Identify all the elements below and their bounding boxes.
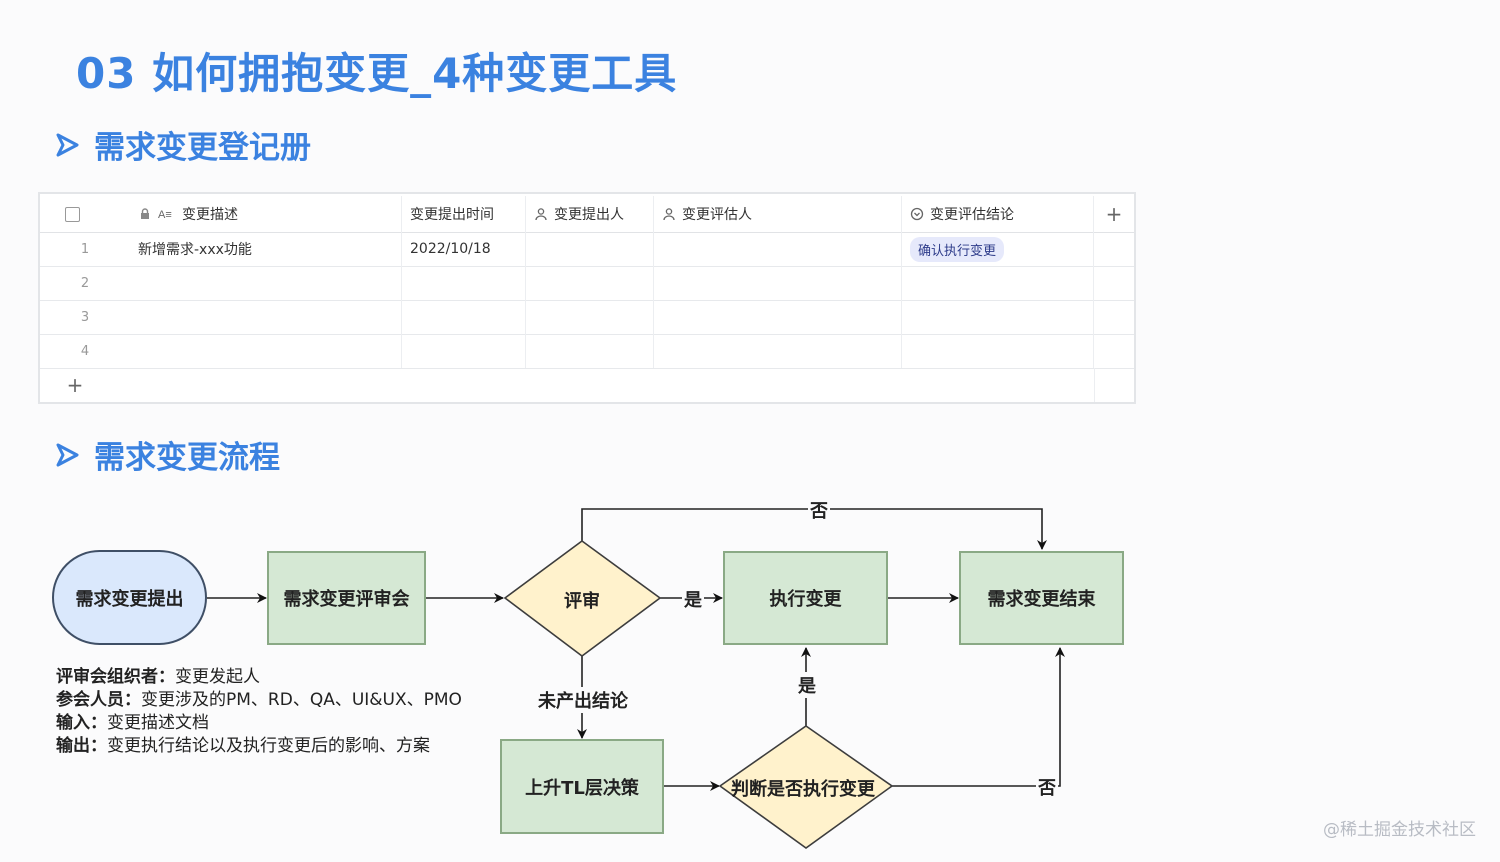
header-label: 变更评估结论 [930,207,1014,223]
cell-time[interactable] [402,266,526,300]
chevron-right-icon [56,133,79,156]
section-process: 需求变更流程 [54,432,280,477]
row-number: 2 [40,266,130,300]
header-label: 变更评估人 [682,207,752,223]
cell-proposer[interactable] [526,266,654,300]
note-key: 输出： [56,736,107,756]
plus-icon: + [66,373,84,397]
change-register-table: A≡ 变更描述 变更提出时间 变更提出人 变更评估人 变更评估结论 + 1 新增… [38,192,1136,404]
cell-conclusion[interactable] [902,300,1094,334]
flow-review-decision-label: 评审 [564,591,600,612]
edge-label-no-conclusion: 未产出结论 [536,687,630,713]
cell-text: 新增需求-xxx功能 [138,242,252,258]
plus-icon: + [1105,202,1123,226]
table-row[interactable]: 1 新增需求-xxx功能 2022/10/18 确认执行变更 [40,232,1134,267]
note-line: 输出：变更执行结论以及执行变更后的影响、方案 [56,735,462,758]
row-number-text: 3 [80,309,90,325]
note-key: 参会人员： [56,690,141,710]
cell-desc[interactable]: 新增需求-xxx功能 [130,232,402,266]
flow-start-node: 需求变更提出 [52,550,207,645]
row-number: 4 [40,334,130,368]
cell-desc[interactable] [130,266,402,300]
header-label: 变更提出人 [554,207,624,223]
person-icon [663,208,675,221]
note-line: 输入：变更描述文档 [56,712,462,735]
cell-assessor[interactable] [654,232,902,266]
cell-assessor[interactable] [654,266,902,300]
table-row[interactable]: 3 [40,300,1134,335]
watermark: @稀土掘金技术社区 [1323,820,1476,840]
cell-proposer[interactable] [526,300,654,334]
table-row[interactable]: 2 [40,266,1134,301]
note-line: 评审会组织者：变更发起人 [56,666,462,689]
cell-time[interactable] [402,334,526,368]
review-diamond [503,540,662,657]
flow-execute-node: 执行变更 [723,551,888,645]
flow-judge-decision-label: 判断是否执行变更 [731,779,875,800]
section-title: 需求变更流程 [94,440,280,476]
note-value: 变更描述文档 [107,713,209,733]
edge-label-yes-right: 是 [682,586,704,612]
status-badge: 确认执行变更 [910,236,1005,262]
table-row[interactable]: 4 [40,334,1134,369]
flow-review-meeting-node: 需求变更评审会 [267,551,426,645]
note-value: 变更执行结论以及执行变更后的影响、方案 [107,736,430,756]
row-number: 1 [40,232,130,266]
header-time[interactable]: 变更提出时间 [402,196,526,232]
meeting-notes: 评审会组织者：变更发起人 参会人员：变更涉及的PM、RD、QA、UI&UX、PM… [56,666,462,758]
header-assessor[interactable]: 变更评估人 [654,196,902,232]
person-icon [535,208,547,221]
table-header-row: A≡ 变更描述 变更提出时间 变更提出人 变更评估人 变更评估结论 + [40,196,1134,233]
cell-time[interactable]: 2022/10/18 [402,232,526,266]
add-row-button[interactable]: + [40,368,110,402]
row-number-text: 2 [80,275,90,291]
cell-conclusion[interactable]: 确认执行变更 [902,232,1094,266]
select-all-cell [40,196,104,232]
edge-label-no-top: 否 [808,497,830,523]
row-number-text: 1 [80,241,90,257]
edge-label-yes-up: 是 [796,672,818,698]
svg-text:A≡: A≡ [158,209,172,221]
cell-assessor[interactable] [654,300,902,334]
column-divider [1094,368,1095,402]
page-title: 03 如何拥抱变更_4种变更工具 [76,49,678,98]
note-key: 输入： [56,713,107,733]
header-conclusion[interactable]: 变更评估结论 [902,196,1094,232]
header-proposer[interactable]: 变更提出人 [526,196,654,232]
note-value: 变更涉及的PM、RD、QA、UI&UX、PMO [141,690,462,710]
lock-icon [141,208,149,219]
cell-assessor[interactable] [654,334,902,368]
note-line: 参会人员：变更涉及的PM、RD、QA、UI&UX、PMO [56,689,462,712]
row-number-text: 4 [80,343,90,359]
cell-proposer[interactable] [526,334,654,368]
header-desc[interactable]: A≡ 变更描述 [130,196,402,232]
section-title: 需求变更登记册 [94,130,311,166]
chevron-right-icon [56,443,79,466]
add-column-button[interactable]: + [1094,196,1134,232]
section-register: 需求变更登记册 [54,122,311,167]
text-field-icon: A≡ [158,209,172,221]
note-key: 评审会组织者： [56,667,175,687]
select-all-checkbox[interactable] [64,206,80,222]
cell-conclusion[interactable] [902,334,1094,368]
add-row-bar: + [40,368,1134,402]
edge-label-no-right: 否 [1036,774,1058,800]
cell-desc[interactable] [130,300,402,334]
cell-time[interactable] [402,300,526,334]
header-label: 变更描述 [182,207,238,223]
header-label: 变更提出时间 [410,207,494,223]
cell-desc[interactable] [130,334,402,368]
note-value: 变更发起人 [175,667,260,687]
edge-judge-end-no [892,647,1065,787]
cell-proposer[interactable] [526,232,654,266]
cell-conclusion[interactable] [902,266,1094,300]
flow-escalate-node: 上升TL层决策 [500,739,664,834]
flow-end-node: 需求变更结束 [959,551,1124,645]
select-field-icon [910,207,924,221]
cell-text: 2022/10/18 [410,241,491,257]
judge-diamond [718,725,894,849]
row-number: 3 [40,300,130,334]
